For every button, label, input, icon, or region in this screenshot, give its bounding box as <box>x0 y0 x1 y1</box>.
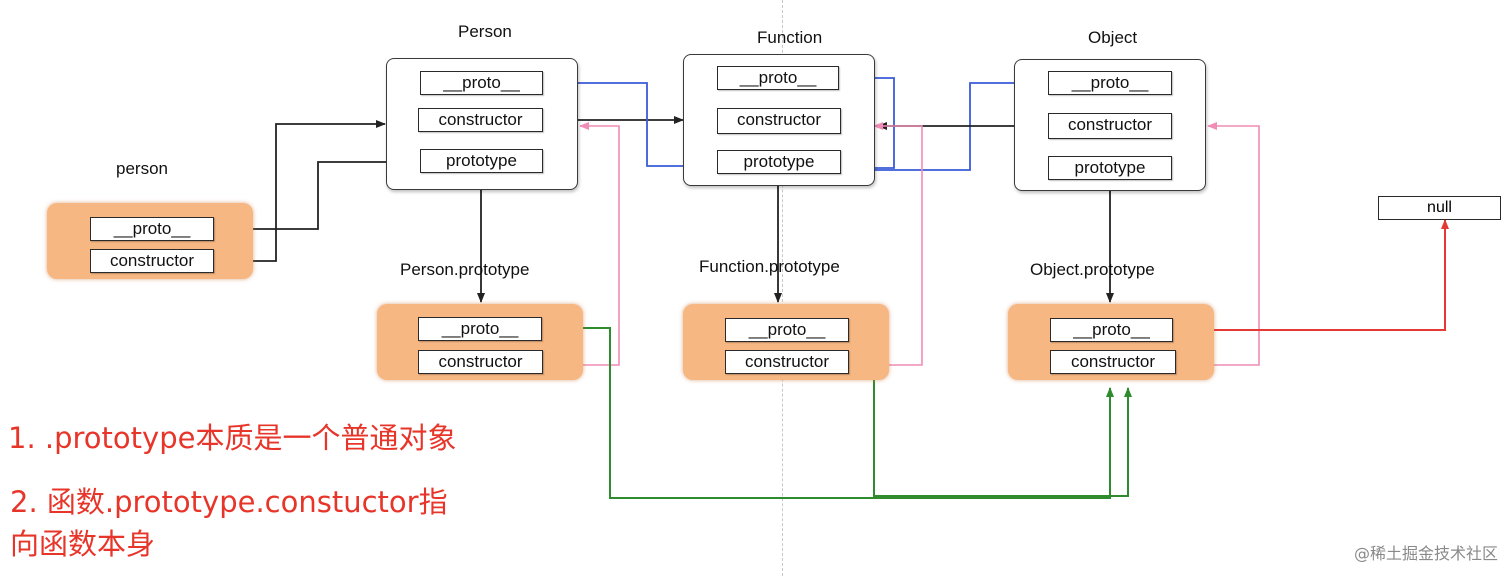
arrow-pink-object <box>1176 122 1260 366</box>
note-line-2b: 向函数本身 <box>10 527 156 561</box>
person-prototype-field: prototype <box>420 149 543 173</box>
function-prototype-constructor-field: constructor <box>725 350 849 374</box>
person-prototype-title: Person.prototype <box>400 260 530 279</box>
function-function-title: Function <box>757 28 823 47</box>
object-prototype-constructor-field: constructor <box>1050 350 1176 374</box>
person-instance-title: person <box>116 159 168 178</box>
object-prototype-title: Object.prototype <box>1030 260 1155 279</box>
object-prototype-proto-field: __proto__ <box>1050 318 1173 342</box>
null-box: null <box>1378 196 1501 220</box>
person-instance-constructor-field: constructor <box>90 249 214 273</box>
arrow-green-person-proto <box>543 327 1114 499</box>
note-line-1: 1. .prototype本质是一个普通对象 <box>8 421 457 455</box>
center-divider <box>782 0 783 576</box>
object-function-title: Object <box>1088 28 1138 47</box>
arrow-red-null <box>1173 219 1449 331</box>
person-proto-field: __proto__ <box>420 71 543 95</box>
function-prototype-field: prototype <box>717 150 841 174</box>
person-prototype-constructor-field: constructor <box>418 350 543 374</box>
object-constructor-field: constructor <box>1048 113 1172 139</box>
person-function-title: Person <box>458 22 512 41</box>
object-prototype-field: prototype <box>1048 156 1172 180</box>
arrow-person-proto-blue <box>543 82 718 170</box>
function-prototype-proto-field: __proto__ <box>725 318 849 342</box>
function-constructor-field: constructor <box>717 108 841 134</box>
function-proto-field: __proto__ <box>717 66 839 90</box>
arrow-person-proto <box>214 158 419 230</box>
person-constructor-field: constructor <box>418 108 543 132</box>
person-instance-proto-field: __proto__ <box>90 217 214 241</box>
function-prototype-title: Function.prototype <box>699 257 840 276</box>
watermark: @稀土掘金技术社区 <box>1353 544 1498 563</box>
person-prototype-proto-field: __proto__ <box>418 317 542 341</box>
note-line-2a: 2. 函数.prototype.constuctor指 <box>10 485 448 519</box>
object-proto-field: __proto__ <box>1048 71 1172 95</box>
